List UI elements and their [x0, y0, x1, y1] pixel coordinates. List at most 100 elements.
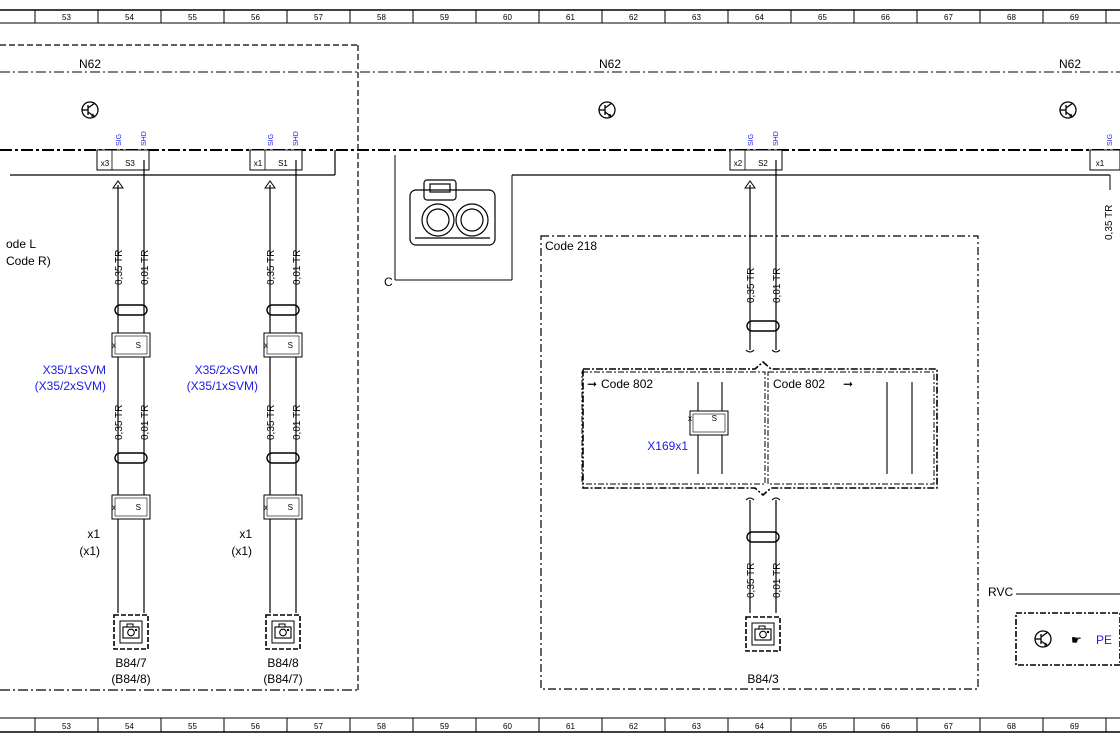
transistor-icon: [81, 101, 99, 119]
connector-label: X35/2xSVM: [195, 363, 258, 377]
ruler-number: 61: [566, 722, 575, 731]
sig-label: SIG: [116, 134, 123, 146]
pe-link[interactable]: PE: [1096, 633, 1112, 647]
wire-label: 0,01 TR: [772, 563, 783, 598]
wire-label: 0,01 TR: [292, 405, 303, 440]
ruler-number: 69: [1070, 13, 1079, 22]
camera-icon: [265, 614, 301, 650]
channel-1: x3 S3 SIG SHD 0,35 TR 0,01 TR x S X35/1x…: [35, 131, 151, 686]
ruler-number: 61: [566, 13, 575, 22]
wire-label: 0,01 TR: [140, 405, 151, 440]
module-label-left: N62: [79, 57, 101, 71]
ruler-number: 66: [881, 13, 890, 22]
ruler-number: 65: [818, 13, 827, 22]
ruler-number: 67: [944, 13, 953, 22]
rvc-label: RVC: [988, 585, 1013, 599]
pin-label: x1: [239, 527, 252, 541]
pin-x: x: [112, 341, 116, 350]
camera-icon: [113, 614, 149, 650]
connector-x169-label: X169x1: [647, 439, 688, 453]
connector-box: [263, 494, 303, 520]
pin-label: x1: [254, 159, 263, 168]
connector-box: [111, 494, 151, 520]
ruler-number: 53: [62, 13, 71, 22]
ruler-number: 56: [251, 13, 260, 22]
connector-label-alt: (X35/2xSVM): [35, 379, 106, 393]
connector-box: [263, 332, 303, 358]
code-802-left-label: Code 802: [601, 377, 653, 391]
ruler-number: 54: [125, 13, 134, 22]
module-boundary-lines: [0, 44, 1120, 691]
wire-label: 0,35 TR: [746, 563, 757, 598]
pointing-hand-icon: ☛: [1071, 633, 1082, 647]
connector-c-picture: [409, 179, 496, 246]
pin-s: S: [136, 503, 141, 512]
transistor-icon: [598, 101, 616, 119]
pin-label: x2: [734, 159, 743, 168]
shd-label: SHD: [141, 131, 148, 146]
pin-x: x: [688, 414, 692, 423]
ruler-number: 57: [314, 13, 323, 22]
ruler-number: 67: [944, 722, 953, 731]
transistor-icon: [1059, 101, 1077, 119]
code-note-line2: Code R): [6, 254, 51, 268]
pin-label: x1: [1096, 159, 1105, 168]
shield-icon: [114, 452, 148, 464]
pin-x: x: [264, 503, 268, 512]
ruler-number: 63: [692, 13, 701, 22]
connector-box: [689, 410, 729, 436]
connector-label: X35/1xSVM: [43, 363, 106, 377]
code-218-region: Code 218: [540, 235, 979, 690]
ruler-number: 60: [503, 13, 512, 22]
sig-label: SIG: [1107, 134, 1114, 146]
wire-label: 0,01 TR: [772, 268, 783, 303]
code-802-region: ➞ Code 802 Code 802 ➞ x S X169x1: [581, 360, 938, 497]
ruler-number: 68: [1007, 722, 1016, 731]
wire-label: 0,01 TR: [292, 250, 303, 285]
shield-icon: [746, 320, 780, 332]
pin-s: S: [712, 414, 717, 423]
camera-label: B84/3: [747, 672, 779, 686]
ruler-number: 55: [188, 722, 197, 731]
code-218-label: Code 218: [545, 239, 597, 253]
shd-label: SHD: [773, 131, 780, 146]
module-label-center: N62: [599, 57, 621, 71]
channel-2: x1 S1 SIG SHD 0,35 TR 0,01 TR x S X35/2x…: [187, 131, 303, 686]
ruler-number: 63: [692, 722, 701, 731]
pin-label: S3: [125, 159, 135, 168]
wire-label: 0,35 TR: [114, 405, 125, 440]
ruler-number: 59: [440, 13, 449, 22]
code-802-right-arrow: ➞: [843, 377, 853, 391]
ruler-number: 57: [314, 722, 323, 731]
sig-label: SIG: [268, 134, 275, 146]
wire-label: 0,35 TR: [266, 405, 277, 440]
wire-label: 0,35 TR: [746, 268, 757, 303]
ruler-number: 62: [629, 722, 638, 731]
ruler-number: 54: [125, 722, 134, 731]
shield-icon: [266, 304, 300, 316]
ruler-number: 60: [503, 722, 512, 731]
wire-label: 0,35 TR: [114, 250, 125, 285]
shd-label: SHD: [293, 131, 300, 146]
ruler-number: 65: [818, 722, 827, 731]
code-note-line1: ode L: [6, 237, 36, 251]
camera-icon: [745, 616, 781, 652]
wire-label: 0,01 TR: [140, 250, 151, 285]
module-label-right: N62: [1059, 57, 1081, 71]
pin-s: S: [288, 341, 293, 350]
ruler-number: 68: [1007, 13, 1016, 22]
ruler-number: 59: [440, 722, 449, 731]
camera-label-alt: (B84/8): [111, 672, 150, 686]
wire-label: 0,35 TR: [266, 250, 277, 285]
code-802-right-label: Code 802: [773, 377, 825, 391]
ruler-number: 58: [377, 13, 386, 22]
code-802-left-arrow: ➞: [587, 377, 597, 391]
pin-x: x: [112, 503, 116, 512]
connector-c-label: C: [384, 275, 393, 289]
shield-icon: [746, 531, 780, 543]
pin-label: x1: [87, 527, 100, 541]
ruler-number: 69: [1070, 722, 1079, 731]
